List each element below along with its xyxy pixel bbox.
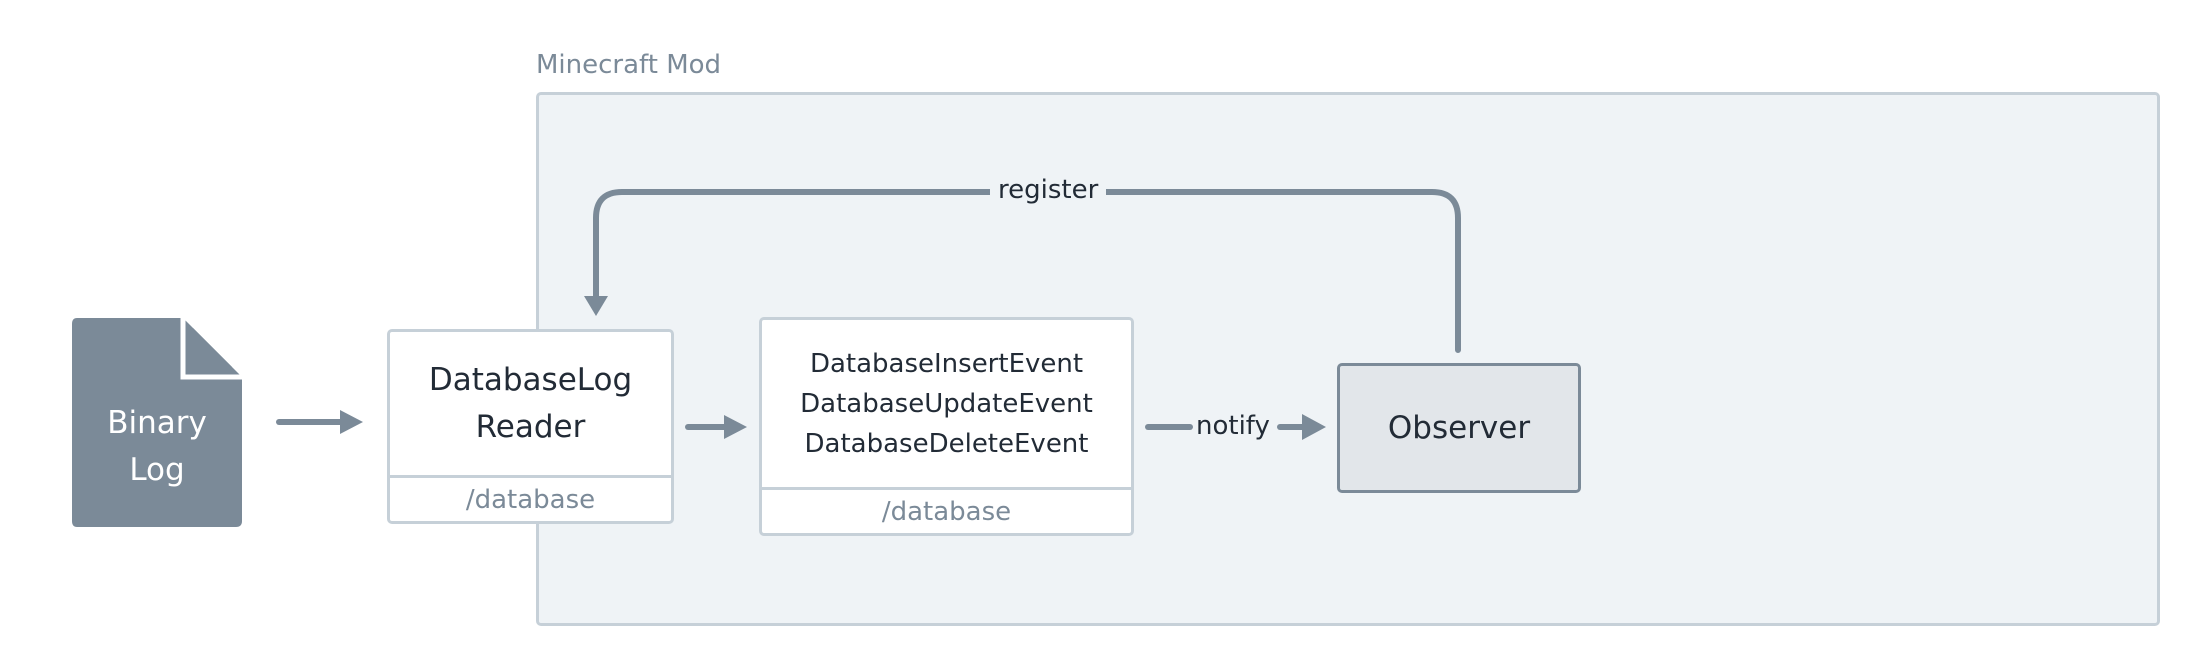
event-insert: DatabaseInsertEvent <box>809 348 1084 379</box>
database-log-reader-node: DatabaseLog Reader /database <box>387 329 674 524</box>
register-edge-label: register <box>990 175 1107 205</box>
reader-title-line2: Reader <box>475 408 586 445</box>
reader-title-line1: DatabaseLog <box>428 361 633 398</box>
binary-log-label: Binary Log <box>72 400 242 494</box>
binary-log-line2: Log <box>129 452 185 488</box>
group-label: Minecraft Mod <box>536 50 722 80</box>
binary-log-line1: Binary <box>107 405 207 441</box>
event-update: DatabaseUpdateEvent <box>800 388 1093 419</box>
binary-log-file-icon <box>72 318 242 527</box>
reader-path: /database <box>390 475 671 521</box>
observer-node: Observer <box>1337 363 1581 493</box>
reader-title: DatabaseLog Reader <box>390 332 671 475</box>
events-path: /database <box>762 487 1131 533</box>
arrow-notify <box>1145 414 1326 440</box>
arrow-file-to-reader <box>276 410 363 434</box>
notify-edge-label: notify <box>1196 411 1270 441</box>
event-delete: DatabaseDeleteEvent <box>804 428 1089 459</box>
events-list: DatabaseInsertEvent DatabaseUpdateEvent … <box>762 320 1131 487</box>
arrow-reader-to-events <box>685 415 747 439</box>
database-events-node: DatabaseInsertEvent DatabaseUpdateEvent … <box>759 317 1134 536</box>
